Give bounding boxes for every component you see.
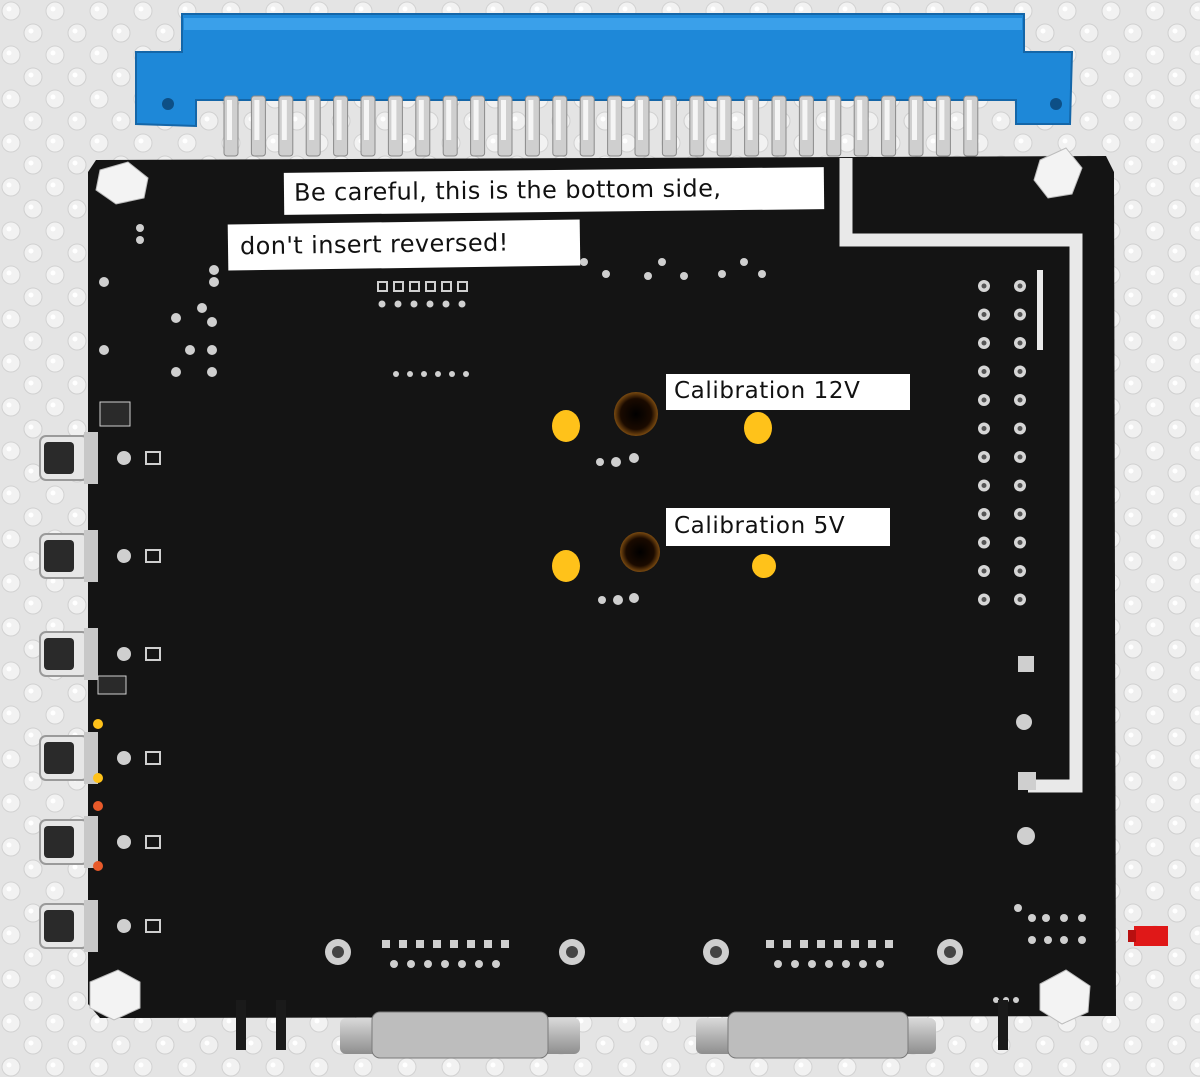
solder-pads bbox=[99, 224, 766, 377]
warning-label-line1: Be careful, this is the bottom side, bbox=[283, 167, 825, 215]
ic-footprint-top bbox=[377, 281, 468, 308]
calibration-12v-label: Calibration 12V bbox=[666, 374, 910, 410]
solder-pads-right bbox=[993, 656, 1086, 1003]
pcb-trace bbox=[839, 158, 1083, 793]
rca-jacks bbox=[39, 401, 161, 952]
calibration-5v-label: Calibration 5V bbox=[666, 508, 890, 546]
db15-connector-left bbox=[236, 1000, 580, 1059]
warning-label-line2: don't insert reversed! bbox=[227, 219, 581, 271]
red-button bbox=[1134, 926, 1168, 946]
calibration-pot-5v bbox=[552, 532, 776, 605]
db15-connector-right bbox=[696, 1000, 1008, 1059]
calibration-pot-12v bbox=[552, 392, 772, 467]
edge-connector bbox=[135, 13, 1074, 157]
vga-connector-footprints bbox=[325, 939, 963, 968]
pin-header bbox=[978, 280, 1026, 606]
edge-connector-pins bbox=[223, 95, 979, 157]
standoffs bbox=[89, 147, 1091, 1025]
pcb-board bbox=[88, 156, 1116, 1018]
